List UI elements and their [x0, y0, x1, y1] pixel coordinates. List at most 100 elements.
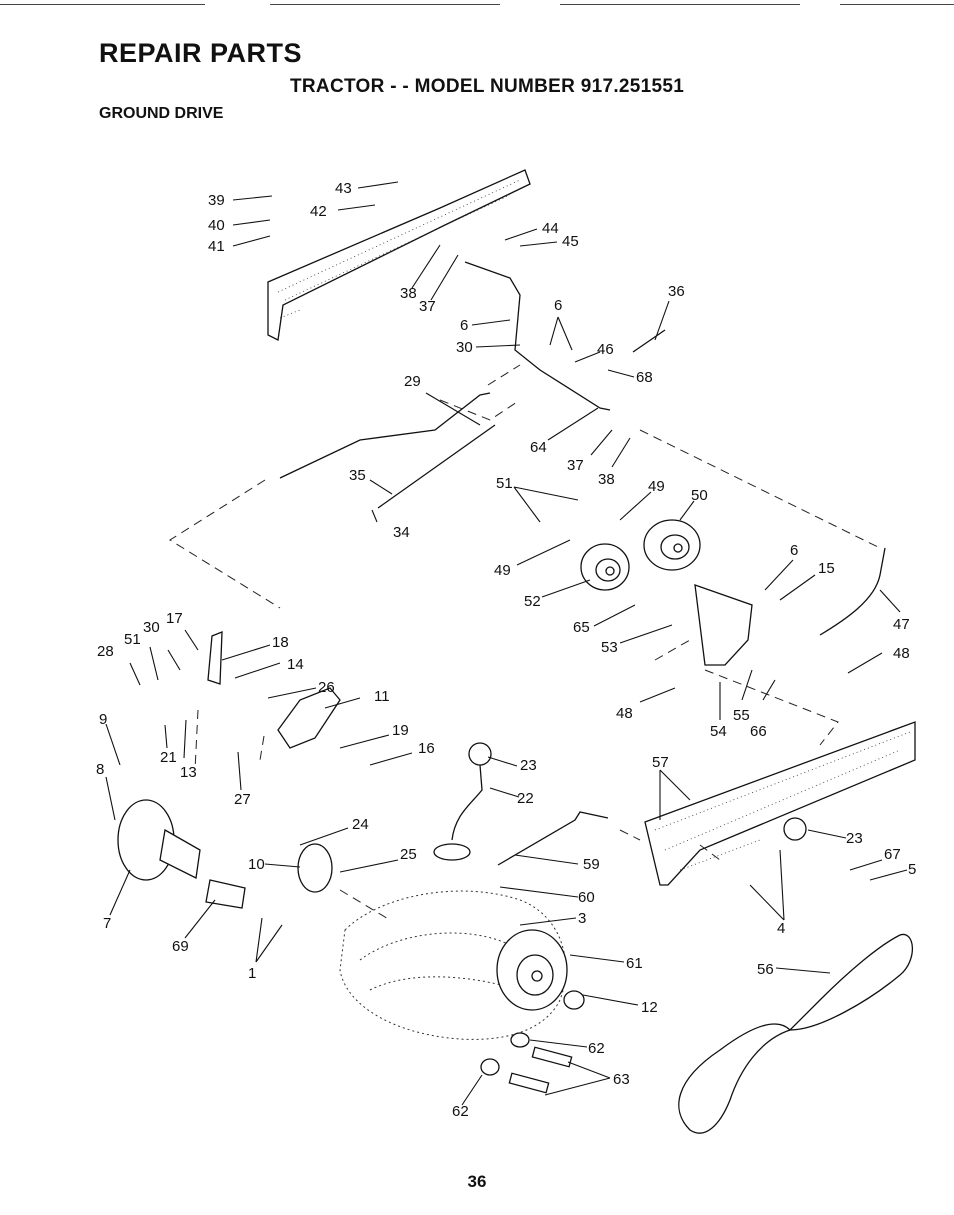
callout: 47 — [893, 616, 910, 633]
page-number: 36 — [467, 1172, 487, 1191]
callout: 41 — [208, 238, 225, 255]
spacer-69 — [205, 879, 246, 909]
route-7 — [194, 709, 265, 771]
callout: 16 — [418, 740, 435, 757]
callout: 17 — [166, 610, 183, 627]
route-1 — [439, 364, 521, 421]
callout: 65 — [573, 619, 590, 636]
callout: 7 — [103, 915, 111, 932]
callout: 10 — [248, 856, 265, 873]
callout: 3 — [578, 910, 586, 927]
callout: 27 — [234, 791, 251, 808]
callout-labels: 39 40 41 43 42 44 45 38 37 6 6 36 30 46 … — [96, 180, 916, 1120]
callout: 51 — [496, 475, 513, 492]
brake-bracket — [277, 687, 341, 749]
leader-lines — [105, 181, 908, 1106]
callout: 55 — [733, 707, 750, 724]
callout: 28 — [97, 643, 114, 660]
callout: 49 — [648, 478, 665, 495]
knob-23b — [783, 817, 807, 841]
callout: 44 — [542, 220, 559, 237]
rod-35 — [377, 424, 496, 509]
callout: 9 — [99, 711, 107, 728]
callout: 14 — [287, 656, 304, 673]
callout: 54 — [710, 723, 727, 740]
callout: 26 — [318, 679, 335, 696]
callout: 5 — [908, 861, 916, 878]
callout: 66 — [750, 723, 767, 740]
section-heading: GROUND DRIVE — [99, 105, 224, 122]
callout: 42 — [310, 203, 327, 220]
callout: 6 — [460, 317, 468, 334]
brake-arm — [207, 631, 223, 685]
nut-12 — [563, 990, 585, 1010]
top-rule — [0, 4, 954, 6]
callout: 37 — [419, 298, 436, 315]
callout: 37 — [567, 457, 584, 474]
route-6 — [339, 889, 391, 921]
page-title: REPAIR PARTS — [99, 38, 303, 68]
callout: 23 — [520, 757, 537, 774]
pulley-52 — [580, 543, 630, 591]
callout: 1 — [248, 965, 256, 982]
callout: 60 — [578, 889, 595, 906]
callout: 69 — [172, 938, 189, 955]
callout: 24 — [352, 816, 369, 833]
callout: 4 — [777, 920, 785, 937]
callout: 61 — [626, 955, 643, 972]
callout: 36 — [668, 283, 685, 300]
callout: 34 — [393, 524, 410, 541]
callout: 18 — [272, 634, 289, 651]
idler-bracket — [694, 584, 753, 666]
callout: 30 — [456, 339, 473, 356]
washer-62a — [510, 1032, 530, 1048]
axle-hub — [117, 799, 201, 881]
spring-36 — [632, 329, 666, 353]
callout: 64 — [530, 439, 547, 456]
callout: 6 — [790, 542, 798, 559]
callout: 38 — [598, 471, 615, 488]
callout: 15 — [818, 560, 835, 577]
pulley-50 — [643, 519, 701, 571]
drive-belt — [678, 933, 913, 1134]
callout: 11 — [374, 688, 390, 705]
callout: 6 — [554, 297, 562, 314]
callout: 63 — [613, 1071, 630, 1088]
pedal-shaft — [464, 261, 611, 411]
washer-62b — [480, 1058, 500, 1076]
rod-59 — [497, 811, 609, 866]
callout: 43 — [335, 180, 352, 197]
callout: 48 — [893, 645, 910, 662]
callout: 13 — [180, 764, 197, 781]
callout: 38 — [400, 285, 417, 302]
callout: 8 — [96, 761, 104, 778]
callout: 57 — [652, 754, 669, 771]
callout: 22 — [517, 790, 534, 807]
callout: 19 — [392, 722, 409, 739]
callout: 40 — [208, 217, 225, 234]
lower-frame-rail — [644, 721, 916, 886]
callout: 25 — [400, 846, 417, 863]
callout: 51 — [124, 631, 141, 648]
callout: 29 — [404, 373, 421, 390]
callout: 56 — [757, 961, 774, 978]
callout: 39 — [208, 192, 225, 209]
shift-lever — [433, 742, 492, 861]
model-subtitle: TRACTOR - - MODEL NUMBER 917.251551 — [290, 76, 685, 97]
pulley-61 — [496, 929, 568, 1011]
callout: 59 — [583, 856, 600, 873]
callout: 45 — [562, 233, 579, 250]
callout: 62 — [588, 1040, 605, 1057]
callout: 68 — [636, 369, 653, 386]
callout: 48 — [616, 705, 633, 722]
transaxle-housing — [339, 890, 567, 1040]
route-4 — [654, 639, 839, 746]
brake-disc — [297, 843, 333, 893]
bolt-63b — [508, 1072, 550, 1094]
callout: 21 — [160, 749, 177, 766]
callout: 50 — [691, 487, 708, 504]
rod-29 — [279, 392, 491, 479]
route-2 — [169, 479, 281, 609]
callout: 49 — [494, 562, 511, 579]
